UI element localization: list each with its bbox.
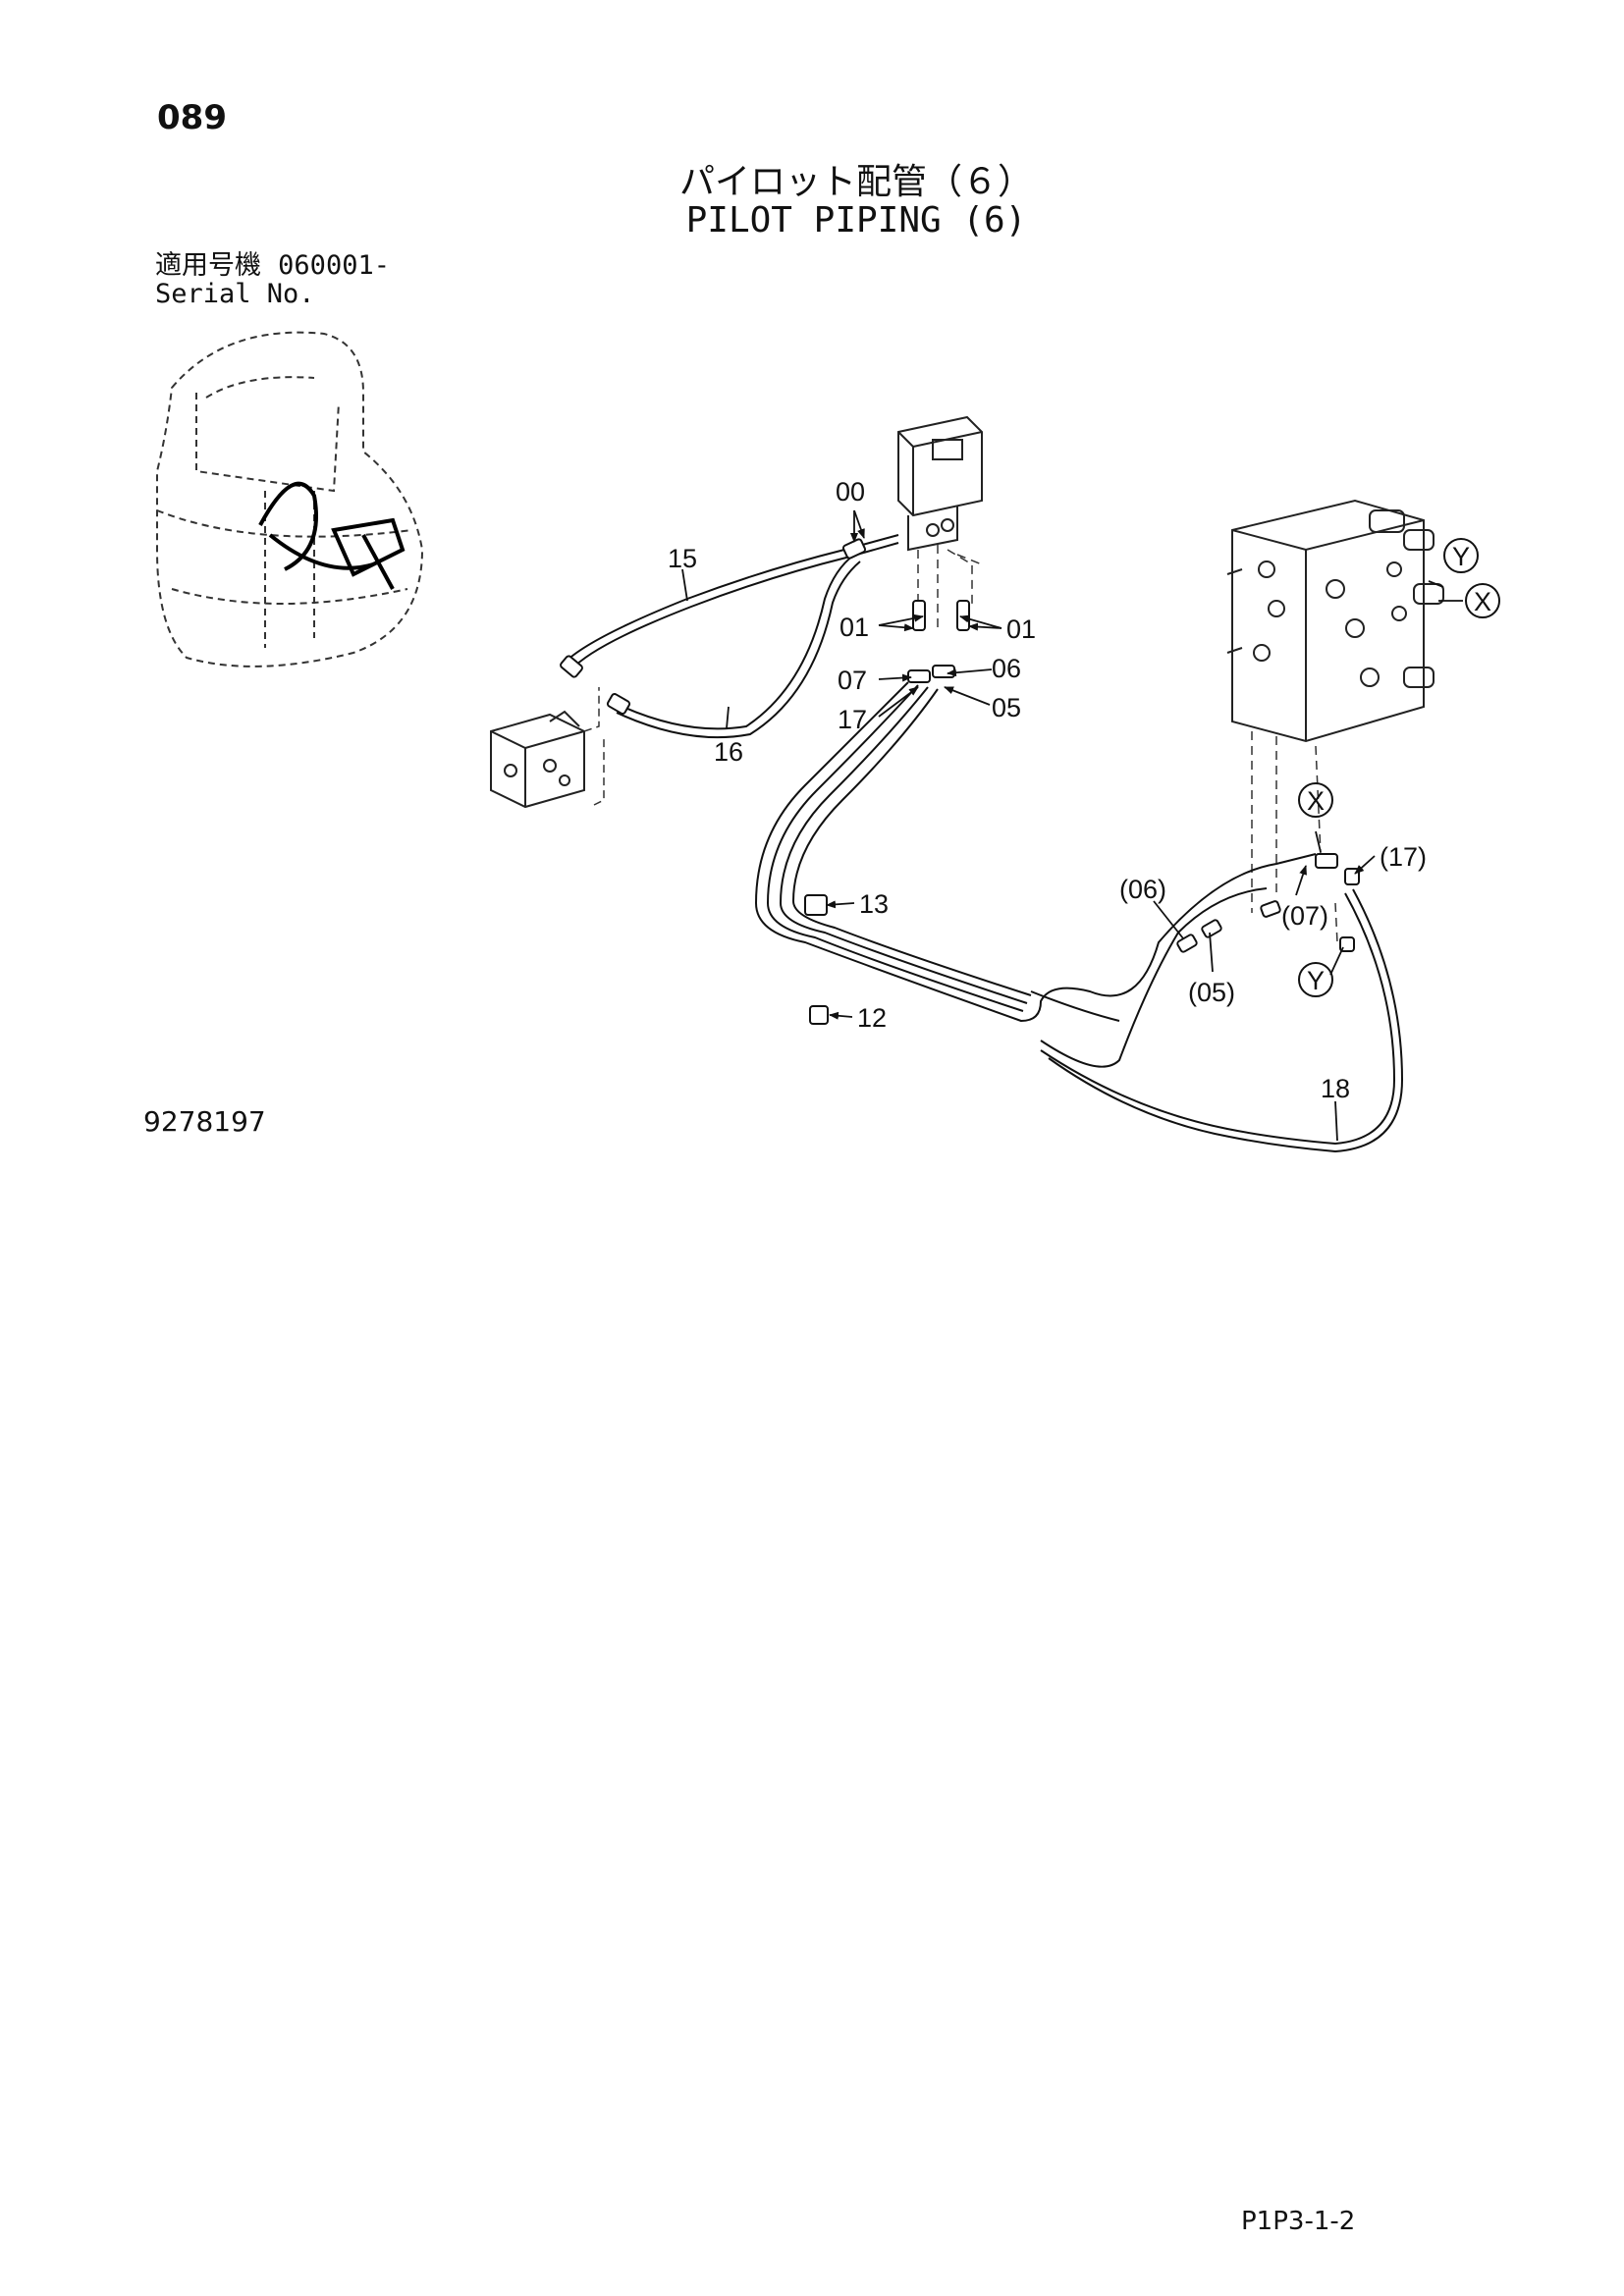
- callout-05: 05: [992, 693, 1021, 722]
- serial-value: 060001-: [278, 250, 390, 281]
- serial-label-english: Serial No.: [155, 279, 315, 309]
- serial-applicability: 適用号機 060001- Serial No.: [155, 251, 390, 308]
- svg-text:Y: Y: [1307, 966, 1325, 995]
- svg-text:X: X: [1474, 587, 1491, 616]
- svg-text:X: X: [1307, 786, 1325, 816]
- callout-01-left: 01: [839, 613, 869, 642]
- marker-y-bottom: Y: [1298, 962, 1333, 997]
- callout-00: 00: [836, 477, 865, 507]
- callout-leaders: [681, 509, 1463, 1142]
- page-number: 089: [157, 98, 227, 137]
- pilot-hose-bundle: [754, 681, 1404, 1153]
- callout-18: 18: [1321, 1074, 1350, 1103]
- callout-17: 17: [838, 705, 867, 734]
- sheet-code: P1P3-1-2: [1241, 2207, 1356, 2236]
- callout-06: 06: [992, 654, 1021, 683]
- connection-markers: Y X X Y: [1298, 538, 1500, 997]
- machine-highlighted-piping: [258, 482, 406, 590]
- machine-overview-illustration: [156, 331, 424, 667]
- callout-07: 07: [838, 666, 867, 695]
- block-leader-dashes: [583, 687, 605, 806]
- callout-13: 13: [859, 889, 889, 919]
- svg-text:Y: Y: [1452, 542, 1470, 571]
- fittings: [560, 538, 1360, 1025]
- callout-labels: 00 01 01 15 16 07 17 06 05 13 12 18 (06)…: [668, 477, 1427, 1103]
- serial-label-japanese: 適用号機: [155, 250, 261, 281]
- drawing-number: 9278197: [143, 1105, 266, 1138]
- page-title-japanese: パイロット配管（６）: [678, 162, 1033, 202]
- marker-x-top: X: [1465, 583, 1500, 618]
- callout-01-right: 01: [1006, 614, 1036, 644]
- callout-17-reference: (17): [1380, 842, 1427, 872]
- callout-16: 16: [714, 737, 743, 767]
- callout-15: 15: [668, 544, 697, 573]
- callout-12: 12: [857, 1003, 887, 1033]
- solenoid-block: [490, 710, 585, 809]
- pilot-valve-block: [897, 415, 983, 552]
- marker-x-bottom: X: [1298, 782, 1333, 818]
- callout-05-reference: (05): [1188, 978, 1235, 1007]
- callout-06-reference: (06): [1119, 875, 1166, 904]
- marker-y-top: Y: [1443, 538, 1479, 573]
- callout-07-reference: (07): [1281, 901, 1328, 931]
- control-valve: [1226, 499, 1444, 743]
- hose-16: [616, 554, 861, 739]
- page-title-english: PILOT PIPING (6): [685, 200, 1027, 240]
